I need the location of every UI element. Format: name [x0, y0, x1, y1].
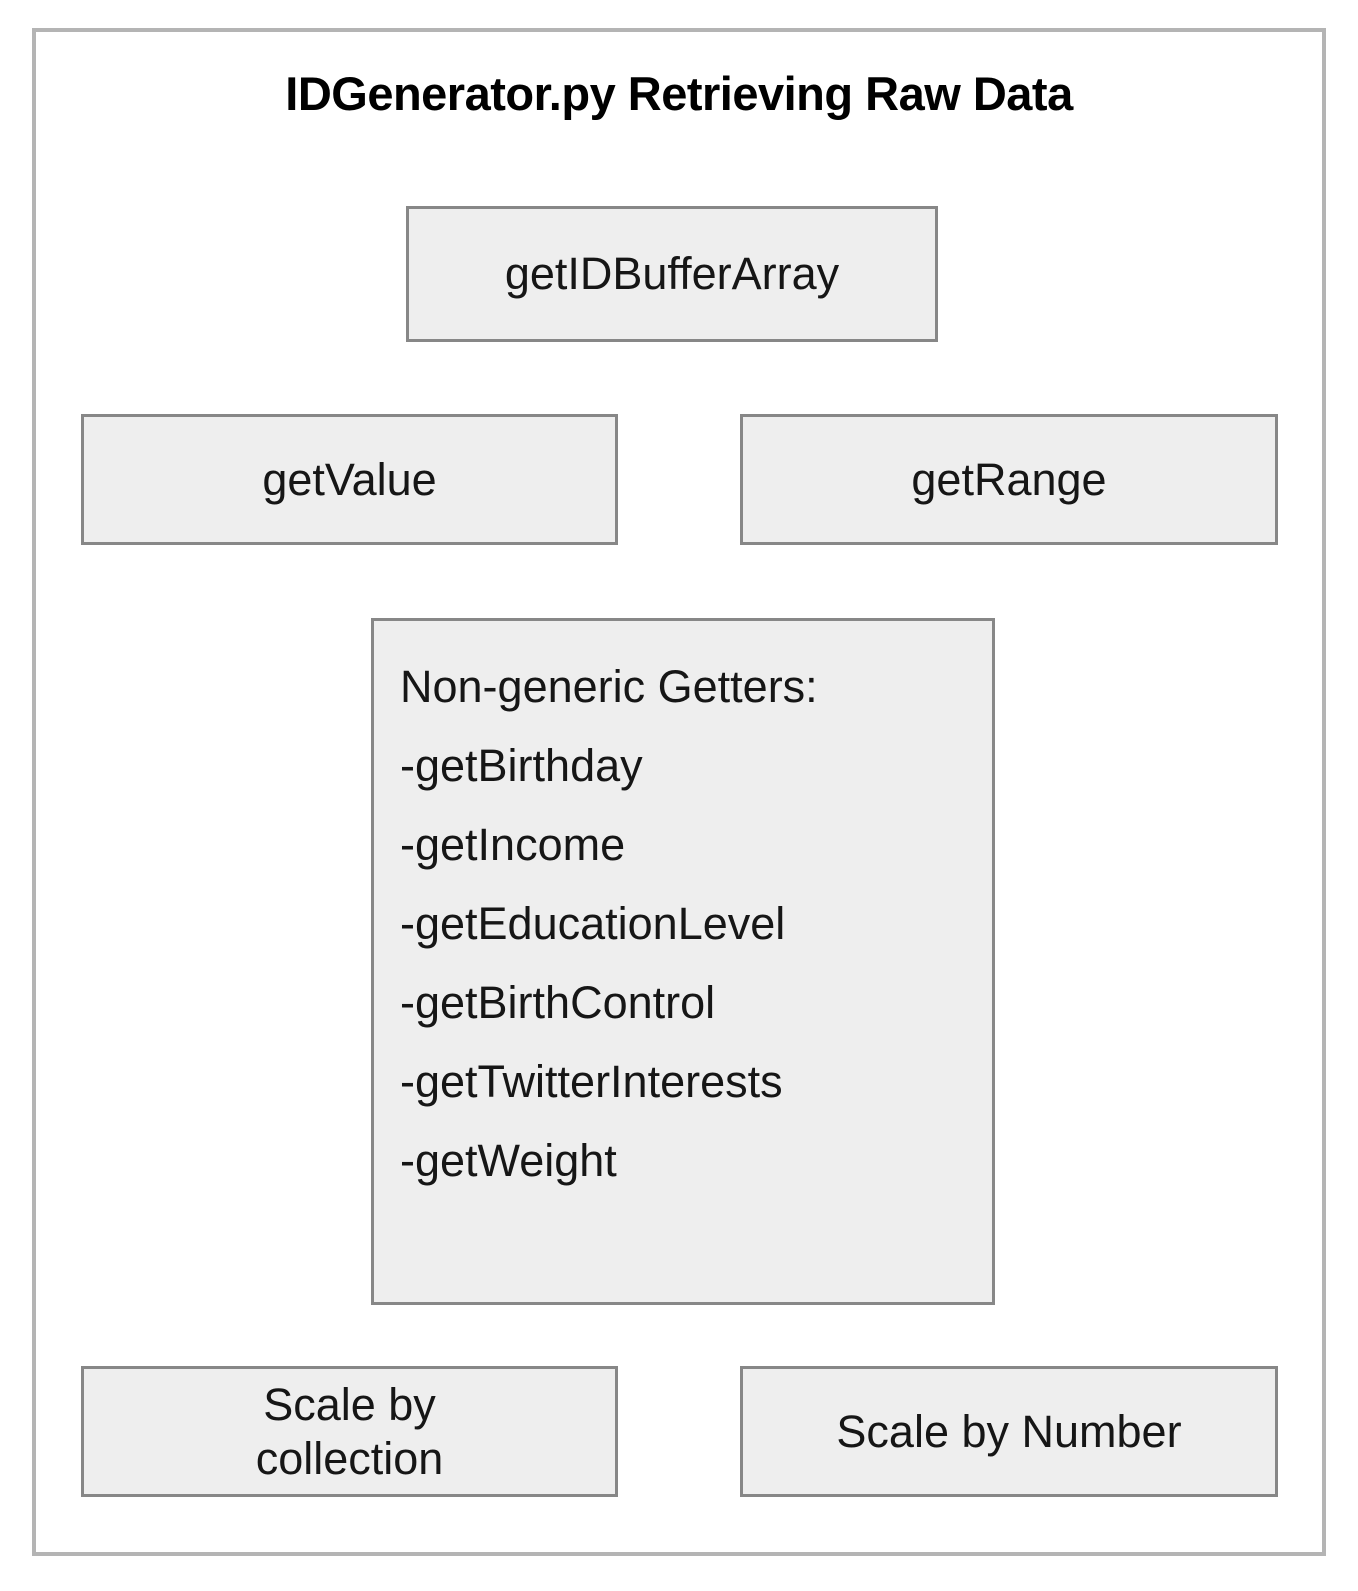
- node-get-id-buffer-array-label: getIDBufferArray: [504, 248, 840, 299]
- list-item: -getTwitterInterests: [400, 1056, 783, 1107]
- node-scale-by-collection-label: Scale by collection: [256, 1378, 444, 1486]
- diagram-outer-frame: IDGenerator.py Retrieving Raw Data getID…: [32, 28, 1326, 1556]
- node-get-value[interactable]: getValue: [81, 414, 618, 545]
- node-non-generic-getters[interactable]: Non-generic Getters: -getBirthday -getIn…: [371, 618, 995, 1305]
- node-get-value-label: getValue: [262, 453, 437, 505]
- list-item: -getEducationLevel: [400, 898, 786, 949]
- node-scale-by-collection-label-line-2: collection: [255, 1432, 444, 1484]
- node-get-range[interactable]: getRange: [740, 414, 1278, 545]
- node-scale-by-collection-label-line-1: Scale by: [263, 1378, 436, 1430]
- list-item: -getWeight: [400, 1135, 617, 1186]
- list-item: -getBirthday: [400, 740, 643, 791]
- non-generic-getters-list: -getBirthday -getIncome -getEducationLev…: [400, 726, 992, 1200]
- non-generic-getters-content: Non-generic Getters: -getBirthday -getIn…: [374, 621, 992, 1200]
- list-item: -getIncome: [400, 819, 626, 870]
- non-generic-getters-heading: Non-generic Getters:: [400, 661, 818, 712]
- node-scale-by-collection[interactable]: Scale by collection: [81, 1366, 618, 1497]
- diagram-title: IDGenerator.py Retrieving Raw Data: [285, 67, 1073, 120]
- node-get-id-buffer-array[interactable]: getIDBufferArray: [406, 206, 938, 342]
- node-get-range-label: getRange: [911, 453, 1107, 505]
- node-scale-by-number-label: Scale by Number: [836, 1405, 1182, 1457]
- node-scale-by-number[interactable]: Scale by Number: [740, 1366, 1278, 1497]
- list-item: -getBirthControl: [400, 977, 716, 1028]
